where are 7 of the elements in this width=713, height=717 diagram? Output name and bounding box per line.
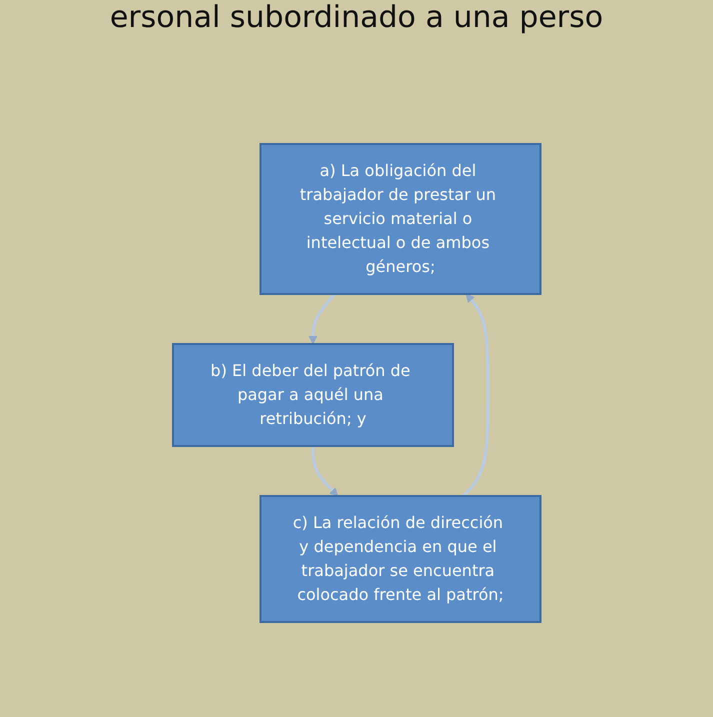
arrow — [308, 292, 336, 344]
node-box: a) La obligación del trabajador de prestar un servicio material o intelectual o de ambos géneros; — [259, 142, 542, 294]
arrow — [311, 446, 338, 496]
node-box: b) El deber del patrón de pagar a aquél una retribución; y — [172, 342, 454, 446]
arrow — [462, 293, 490, 497]
node-box: c) La relación de dirección y dependencia en que el trabajador se encuentra colocado frente al patrón; — [259, 494, 542, 622]
heading-text: ersonal subordinado a una perso — [108, 0, 604, 35]
